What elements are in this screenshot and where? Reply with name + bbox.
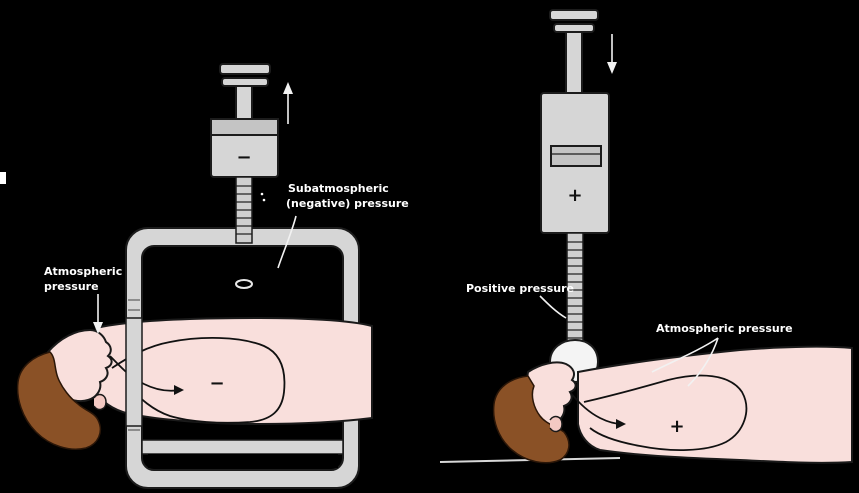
chest-sign-positive: + bbox=[669, 416, 684, 437]
atmospheric-label-line1: Atmospheric bbox=[44, 265, 122, 278]
positive-patient: + bbox=[494, 347, 852, 463]
atmospheric-label-line2: pressure bbox=[44, 280, 99, 293]
negative-pressure-panel: − bbox=[0, 64, 409, 488]
negative-syringe: − bbox=[211, 64, 278, 243]
syringe-sign-negative: − bbox=[236, 147, 251, 168]
edge-mark bbox=[0, 172, 6, 184]
pull-up-arrow bbox=[283, 82, 293, 124]
positive-pressure-panel: + bbox=[440, 10, 852, 463]
positive-pressure-callout: Positive pressure bbox=[466, 282, 574, 318]
positive-syringe: + bbox=[541, 10, 609, 382]
positive-pressure-label: Positive pressure bbox=[466, 282, 574, 295]
neck-collar bbox=[126, 318, 142, 426]
subatmospheric-label-line1: Subatmospheric bbox=[288, 182, 389, 195]
syringe-sign-positive: + bbox=[567, 185, 582, 206]
chest-sign-negative: − bbox=[209, 373, 224, 394]
push-down-arrow bbox=[607, 34, 617, 74]
atmospheric-pressure-label: Atmospheric pressure bbox=[656, 322, 793, 335]
subatmospheric-label-line2: (negative) pressure bbox=[286, 197, 409, 210]
atmospheric-callout-left: Atmospheric pressure bbox=[44, 265, 122, 334]
